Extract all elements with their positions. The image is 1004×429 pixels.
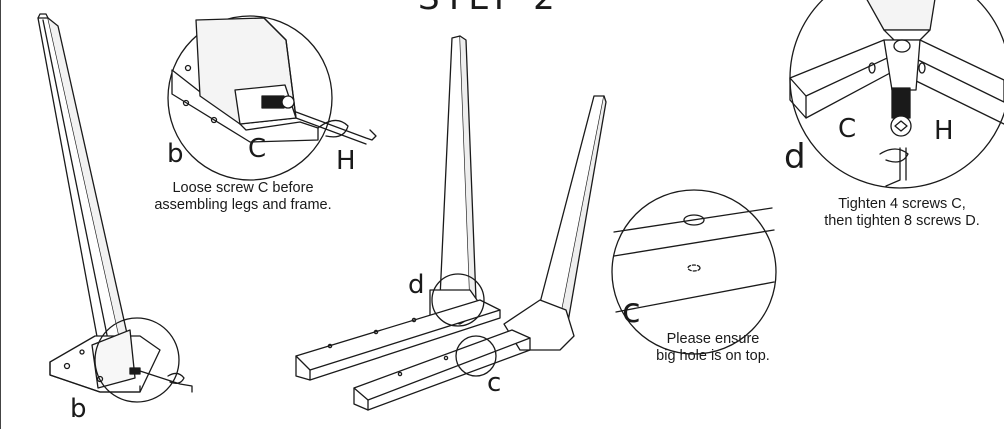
callout-b-label: b xyxy=(70,394,87,424)
detail-d-caption-line1: Tighten 4 screws C, xyxy=(838,196,966,212)
page-title: STEP 2 xyxy=(418,0,559,18)
detail-b-caption: Loose screw C before assembling legs and… xyxy=(148,180,338,214)
callout-d-label: d xyxy=(408,270,425,300)
detail-b-screw-label: C xyxy=(248,134,267,164)
page-border xyxy=(0,0,1,429)
detail-d-illustration xyxy=(789,0,1004,189)
detail-c-caption-line1: Please ensure xyxy=(666,331,760,347)
leg-illustration xyxy=(37,13,193,403)
detail-d-caption: Tighten 4 screws C, then tighten 8 screw… xyxy=(800,196,1004,230)
detail-b-caption-line1: Loose screw C before xyxy=(172,180,314,196)
frame-illustration xyxy=(295,35,607,411)
detail-c-illustration xyxy=(611,189,777,355)
detail-d-label: d xyxy=(784,137,806,177)
detail-d-key-label: H xyxy=(934,116,954,146)
detail-c-caption-line2: big hole is on top. xyxy=(656,348,770,364)
callout-c-label: c xyxy=(487,368,502,398)
detail-b-key-label: H xyxy=(336,146,356,176)
detail-d-screw-label: C xyxy=(838,114,857,144)
detail-b-illustration xyxy=(167,15,377,181)
detail-b-caption-line2: assembling legs and frame. xyxy=(154,197,332,213)
detail-c-label: c xyxy=(622,291,641,331)
detail-c-caption: Please ensure big hole is on top. xyxy=(628,331,798,365)
detail-b-label: b xyxy=(167,139,184,169)
detail-d-caption-line2: then tighten 8 screws D. xyxy=(824,213,980,229)
